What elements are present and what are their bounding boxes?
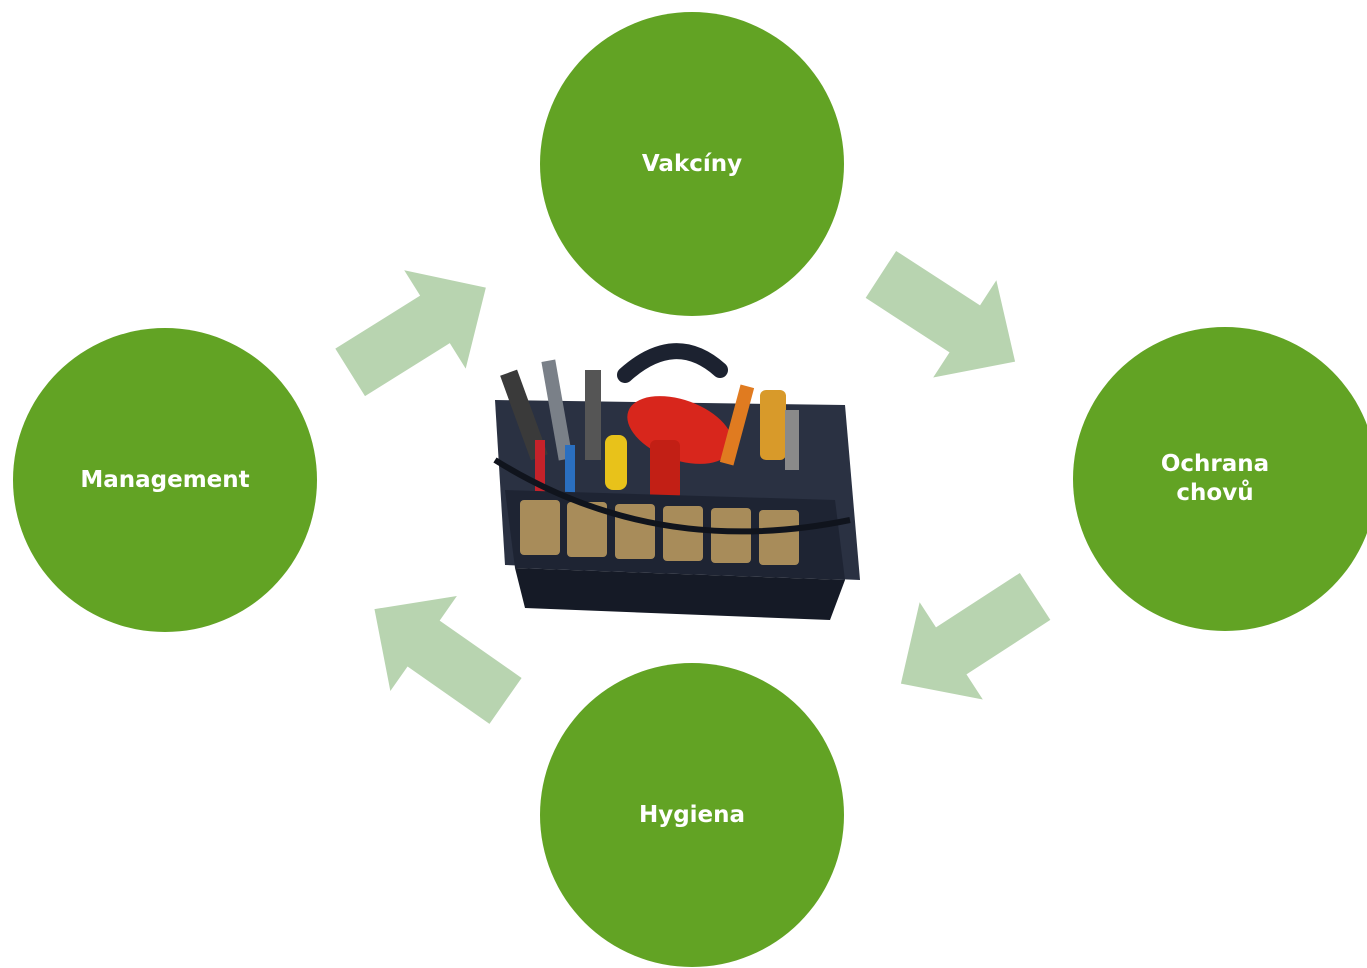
arrow-management-to-vakciny [335,270,486,397]
arrow-vakciny-to-ochrana [865,250,1016,378]
node-ochrana-chovu-label: Ochrana chovů [1160,451,1270,506]
node-hygiena: Hygiena [540,663,844,967]
arrow-hygiena-to-management [374,596,522,724]
node-vakciny: Vakcíny [540,12,844,316]
node-ochrana-chovu: Ochrana chovů [1073,327,1367,631]
arrow-ochrana-to-hygiena [900,572,1051,700]
node-management: Management [13,328,317,632]
toolbag-icon [493,343,860,620]
node-hygiena-label: Hygiena [638,801,746,828]
node-management-label: Management [80,466,250,493]
node-vakciny-label: Vakcíny [641,150,743,177]
